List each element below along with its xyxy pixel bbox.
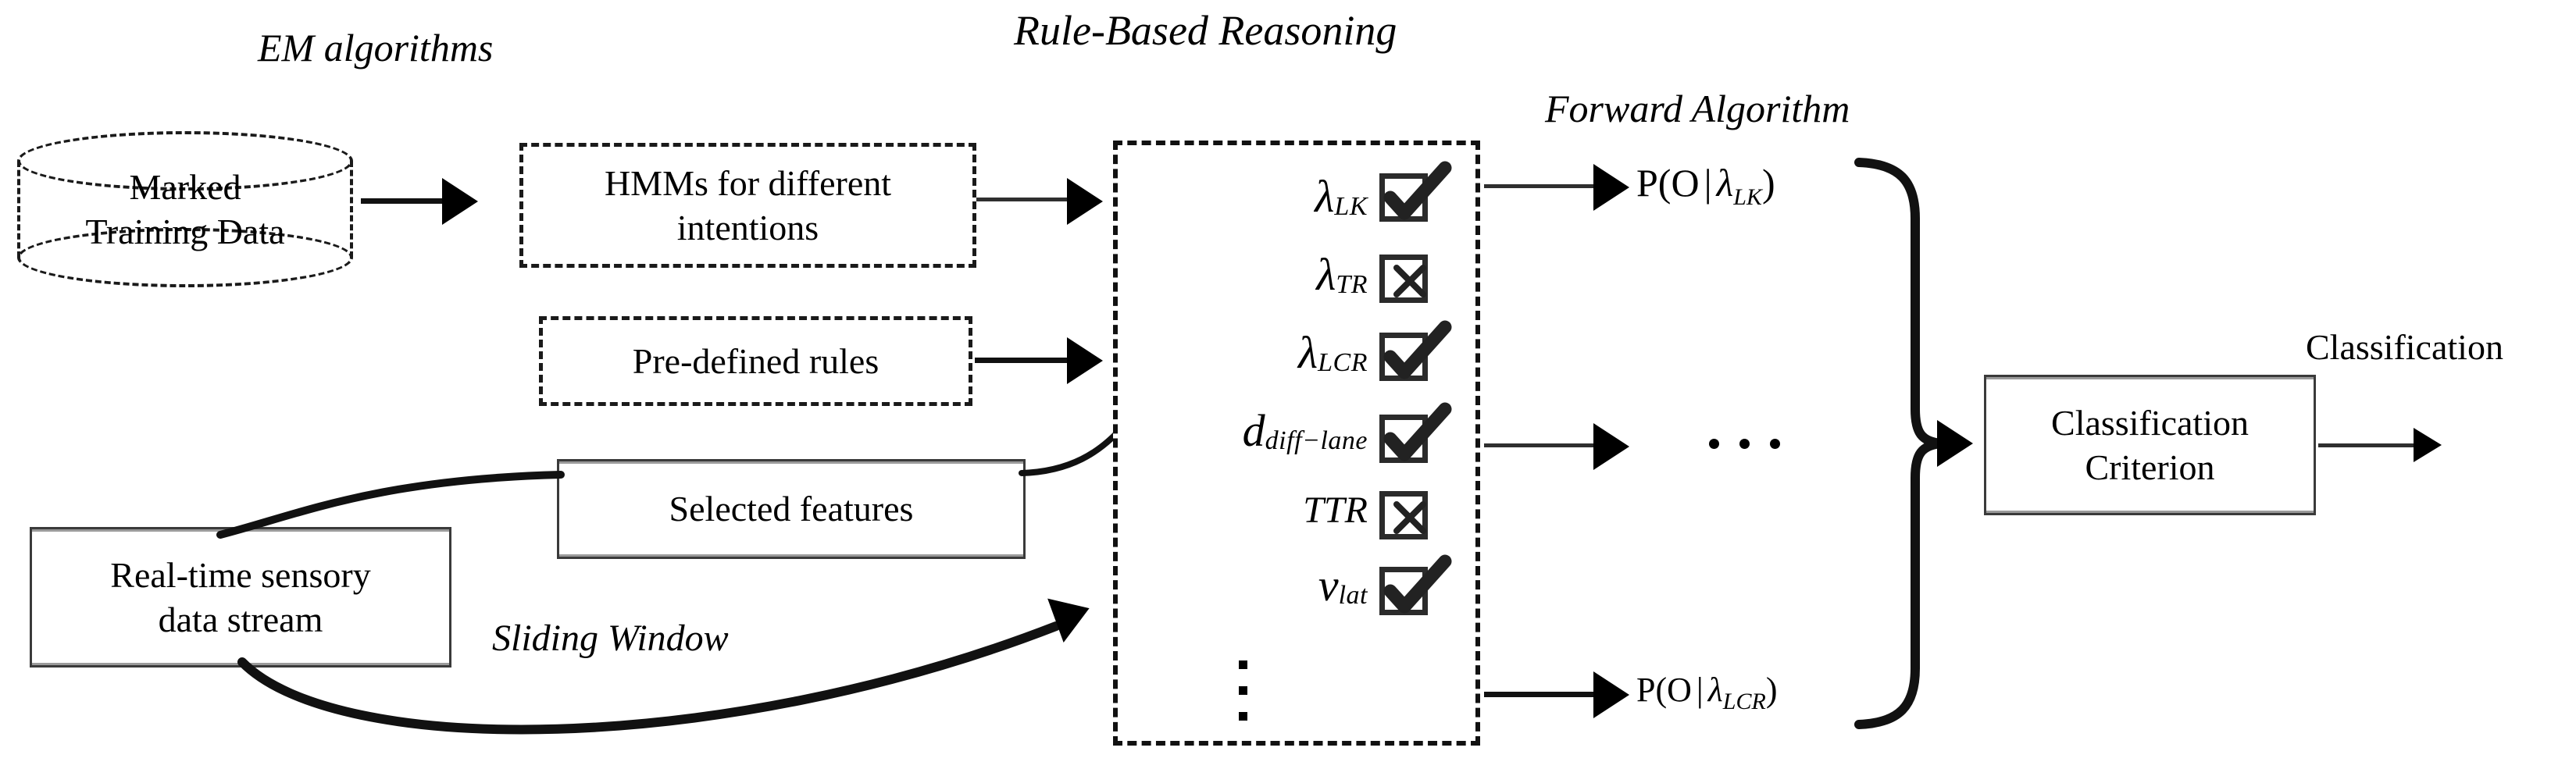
symbol-lambda: λ [1316, 249, 1336, 300]
symbol-d: d [1242, 405, 1265, 456]
subscript-diff-lane: diff−lane [1265, 426, 1368, 456]
p-open: P( [1636, 161, 1672, 205]
lambda-symbol: λ [1707, 671, 1723, 709]
row-label-lambda-tr: λTR [1141, 248, 1368, 301]
row-label-lambda-lk: λLK [1141, 170, 1368, 223]
node-realtime-sensory-data-stream[interactable]: Real-time sensory data stream [30, 527, 451, 668]
symbol-v: v [1318, 560, 1339, 611]
observation-symbol: O [1667, 671, 1692, 709]
row-label-v-lat: vlat [1141, 559, 1368, 611]
lambda-subscript: LCR [1722, 688, 1766, 714]
arrow-head-panel-to-plcr [1593, 671, 1629, 718]
label-sliding-window: Sliding Window [492, 618, 729, 659]
arrow-shaft-panel-to-plcr [1484, 692, 1601, 697]
classification-criterion-line2: Criterion [2085, 447, 2215, 487]
p-open: P( [1636, 671, 1668, 709]
cylinder-body [17, 161, 353, 258]
arrow-head-hmm-to-panel [1067, 178, 1103, 225]
node-classification-criterion[interactable]: Classification Criterion [1984, 375, 2316, 515]
arrow-head-output [2414, 428, 2442, 462]
cross-icon [1393, 265, 1426, 297]
hmms-line1: HMMs for different [604, 162, 892, 203]
row-label-d-diff-lane: ddiff−lane [1126, 404, 1368, 457]
conditional-bar: | [1704, 161, 1712, 205]
connector-sliding-window-to-panel [237, 621, 1061, 735]
predefined-rules-label: Pre-defined rules [632, 340, 879, 381]
selected-features-label: Selected features [669, 489, 914, 529]
label-classification: Classification [2306, 327, 2503, 367]
lambda-subscript: LK [1733, 184, 1762, 210]
sensory-line2: data stream [158, 600, 323, 639]
checkbox-lambda-lcr[interactable] [1379, 320, 1452, 381]
arrow-shaft-training-to-hmm [361, 198, 447, 204]
horizontal-ellipsis-icon [1709, 439, 1800, 453]
check-icon [1383, 161, 1452, 220]
row-label-ttr: TTR [1141, 489, 1368, 532]
arrow-shaft-rules-to-panel [975, 358, 1072, 363]
p-close: ) [1765, 671, 1778, 709]
conditional-bar: | [1696, 671, 1704, 709]
arrow-head-sliding-window-to-panel [1047, 586, 1097, 643]
sensory-line1: Real-time sensory [110, 554, 371, 595]
marked-training-data-line2: Training Data [85, 212, 285, 251]
arrow-head-training-to-hmm [442, 178, 478, 225]
connector-sensory-to-selected-features [216, 471, 565, 539]
node-predefined-rules[interactable]: Pre-defined rules [539, 316, 972, 406]
cylinder-top-ellipse [17, 131, 353, 190]
subscript-lcr: LCR [1318, 348, 1368, 378]
p-close: ) [1761, 161, 1775, 205]
arrow-head-panel-middle [1593, 423, 1629, 470]
arrow-shaft-hmm-to-panel [976, 198, 1072, 201]
arrow-shaft-panel-to-plk [1484, 184, 1601, 188]
subscript-lat: lat [1338, 581, 1368, 611]
arrow-shaft-output [2318, 443, 2418, 447]
checkbox-ttr[interactable] [1379, 491, 1428, 539]
symbol-lambda: λ [1298, 327, 1318, 378]
arrow-head-panel-to-plk [1593, 164, 1629, 211]
label-rule-based-reasoning: Rule-Based Reasoning [1014, 7, 1397, 54]
node-marked-training-data[interactable]: Marked Training Data [17, 131, 353, 287]
arrow-shaft-panel-middle [1484, 443, 1601, 447]
symbol-ttr: TTR [1303, 490, 1368, 531]
symbol-lambda: λ [1315, 171, 1335, 222]
check-icon [1383, 554, 1452, 614]
check-icon [1383, 402, 1452, 461]
observation-symbol: O [1671, 161, 1700, 205]
checkbox-d-diff-lane[interactable] [1379, 402, 1452, 463]
marked-training-data-line1: Marked [129, 166, 241, 207]
arrow-head-rules-to-panel [1067, 337, 1103, 384]
gathering-brace [1854, 158, 1946, 729]
label-em-algorithms: EM algorithms [258, 26, 494, 69]
checkbox-lambda-lk[interactable] [1379, 161, 1452, 222]
cylinder-bottom-ellipse [17, 228, 353, 287]
cross-icon [1393, 501, 1426, 534]
node-hmms-for-different-intentions[interactable]: HMMs for different intentions [519, 143, 976, 268]
node-selected-features[interactable]: Selected features [557, 459, 1026, 559]
arrow-head-brace-to-criterion [1937, 420, 1973, 467]
lambda-symbol: λ [1716, 161, 1734, 205]
output-p-o-given-lambda-lk: P(O|λLK) [1636, 160, 1775, 211]
check-icon [1383, 320, 1452, 379]
vertical-ellipsis-icon [1227, 660, 1258, 738]
classification-criterion-line1: Classification [2051, 402, 2249, 443]
subscript-lk: LK [1334, 192, 1368, 222]
node-label-wrapper: Marked Training Data [17, 131, 353, 287]
label-forward-algorithm: Forward Algorithm [1545, 87, 1850, 130]
checkbox-v-lat[interactable] [1379, 554, 1452, 615]
hmms-line2: intentions [676, 208, 819, 247]
subscript-tr: TR [1336, 270, 1368, 300]
row-label-lambda-lcr: λLCR [1141, 326, 1368, 379]
rule-based-reasoning-panel[interactable]: λLK λTR λLCR ddiff−lane TTR vlat [1113, 141, 1480, 746]
output-p-o-given-lambda-lcr: P(O|λLCR) [1636, 670, 1777, 715]
checkbox-lambda-tr[interactable] [1379, 255, 1428, 303]
